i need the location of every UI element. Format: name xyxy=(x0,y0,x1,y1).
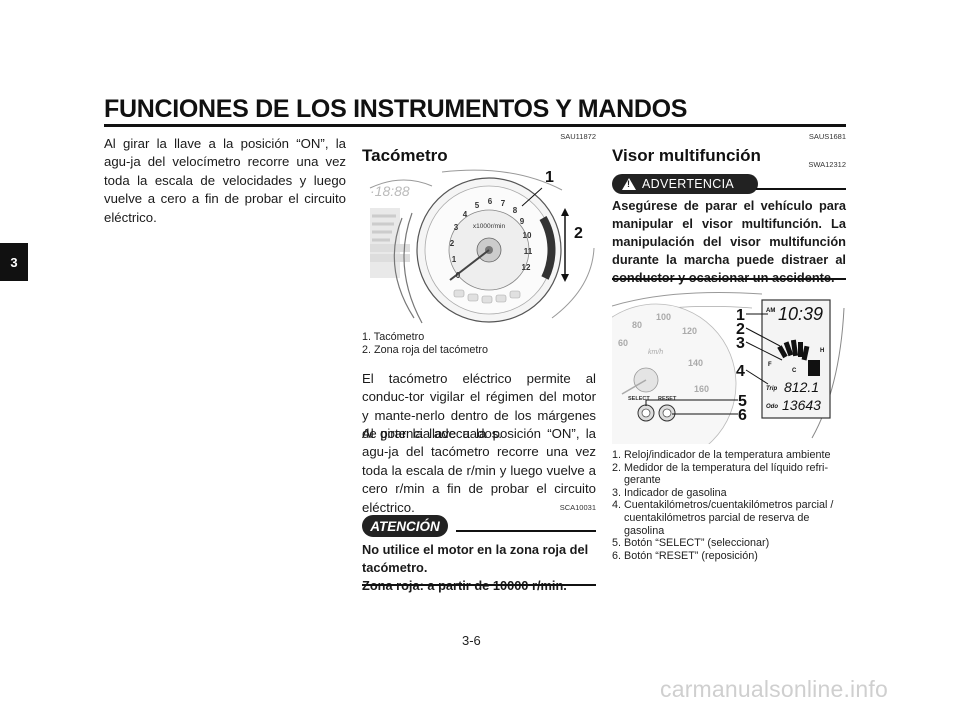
speedometer-paragraph: Al girar la llave a la posición “ON”, la… xyxy=(104,136,346,225)
warning-text: Asegúrese de parar el vehículo para mani… xyxy=(612,198,846,285)
gauge-number: 5 xyxy=(475,201,480,210)
callout-6: 6 xyxy=(738,407,747,424)
notice-rule-top xyxy=(456,530,596,532)
speed-number: 120 xyxy=(682,326,697,336)
tachometer-captions: 1. Tacómetro 2. Zona roja del tacómetro xyxy=(362,331,596,356)
speed-unit: km/h xyxy=(648,349,663,356)
gauge-number: 1 xyxy=(452,255,457,264)
watermark: carmanualsonline.info xyxy=(660,676,888,702)
caption-item: 1. Reloj/indicador de la temperatura amb… xyxy=(612,449,831,461)
gauge-number: 0 xyxy=(456,271,461,280)
speed-number: 100 xyxy=(656,312,671,322)
gauge-number: 9 xyxy=(520,217,525,226)
speed-number: 160 xyxy=(694,384,709,394)
gauge-number: 10 xyxy=(523,231,532,240)
tachometer-code: SAU11872 xyxy=(560,132,596,141)
svg-text:H: H xyxy=(820,348,824,354)
trip-display: 812.1 xyxy=(784,379,819,395)
multifunction-illustration: 60 80 100 120 140 160 km/h SELECT RESET … xyxy=(612,292,845,444)
notice-line-1: No utilice el motor en la zona roja del … xyxy=(362,542,589,575)
atencion-badge: ATENCIÓN xyxy=(362,515,448,537)
odo-display: 13643 xyxy=(782,397,821,413)
svg-text:C: C xyxy=(792,368,797,374)
gauge-number: 8 xyxy=(513,206,518,215)
callout-1: 1 xyxy=(545,169,554,186)
notice-text: No utilice el motor en la zona roja del … xyxy=(362,541,596,595)
tachometer-paragraph-2: Al girar la llave a la posición “ON”, la… xyxy=(362,426,596,515)
svg-text:F: F xyxy=(768,362,772,368)
caption-item: 4. Cuentakilómetros/cuentakilómetros par… xyxy=(612,499,834,512)
page-header-title: FUNCIONES DE LOS INSTRUMENTOS Y MANDOS xyxy=(104,95,688,123)
advertencia-badge: ADVERTENCIA xyxy=(612,174,758,194)
gauge-number: 7 xyxy=(501,199,506,208)
caption-item: 5. Botón “SELECT” (seleccionar) xyxy=(612,537,770,550)
callout-2: 2 xyxy=(574,225,583,242)
gauge-unit-label: x1000r/min xyxy=(473,223,506,230)
select-label: SELECT xyxy=(628,396,650,402)
caption-item: 3. Indicador de gasolina xyxy=(612,486,727,499)
caption-item-cont: gerante xyxy=(624,474,661,487)
tachometer-illustration: ·18:88 x1000r/min 0 1 2 3 4 5 6 7 8 9 10… xyxy=(369,169,595,324)
callout-4: 4 xyxy=(736,363,745,380)
gauge-number: 4 xyxy=(463,210,468,219)
speed-number: 80 xyxy=(632,320,642,330)
caption-item: 2. Medidor de la temperatura del líquido… xyxy=(612,461,829,474)
speed-number: 60 xyxy=(618,338,628,348)
warning-triangle-icon xyxy=(622,178,636,190)
chapter-tab: 3 xyxy=(0,243,28,281)
gauge-number: 6 xyxy=(488,197,493,206)
caption-item: 1. Tacómetro xyxy=(362,331,425,343)
tachometer-title: Tacómetro xyxy=(362,146,448,165)
warning-rule-bottom xyxy=(612,278,846,280)
caption-item: 2. Zona roja del tacómetro xyxy=(362,343,489,356)
notice-line-2: Zona roja: a partir de 10000 r/min. xyxy=(362,578,567,593)
callout-1: 1 xyxy=(736,307,745,324)
caption-item-cont: cuentakilómetros parcial de reserva de g… xyxy=(624,511,810,537)
gauge-number: 2 xyxy=(450,239,455,248)
lcd-panel xyxy=(761,299,831,419)
trip-label: Trip xyxy=(766,386,778,392)
multifunction-captions: 1. Reloj/indicador de la temperatura amb… xyxy=(612,449,852,562)
advertencia-label: ADVERTENCIA xyxy=(642,177,734,191)
callout-5: 5 xyxy=(738,393,747,410)
reset-label: RESET xyxy=(658,396,677,402)
header-rule xyxy=(104,124,846,127)
callout-3: 3 xyxy=(736,335,745,352)
speedometer-digits-decor: ·18:88 xyxy=(370,183,410,199)
page-number: 3-6 xyxy=(462,633,481,648)
warning-code: SWA12312 xyxy=(808,160,846,169)
speed-number: 140 xyxy=(688,358,703,368)
notice-rule-bottom xyxy=(362,584,596,586)
odo-label: Odo xyxy=(766,404,778,410)
clock-display: 10:39 xyxy=(778,304,823,324)
gauge-number: 12 xyxy=(522,263,531,272)
notice-code: SCA10031 xyxy=(559,503,596,512)
multifunction-title: Visor multifunción xyxy=(612,146,761,165)
am-indicator: AM xyxy=(766,308,775,314)
multifunction-code: SAUS1681 xyxy=(808,132,846,141)
caption-item: 6. Botón “RESET” (reposición) xyxy=(612,549,758,562)
callout-2: 2 xyxy=(736,321,745,338)
tachometer-paragraph-1: El tacómetro eléctrico permite al conduc… xyxy=(362,371,596,442)
warning-rule-top xyxy=(756,188,846,190)
gauge-number: 3 xyxy=(454,223,459,232)
gauge-number: 11 xyxy=(524,247,533,256)
